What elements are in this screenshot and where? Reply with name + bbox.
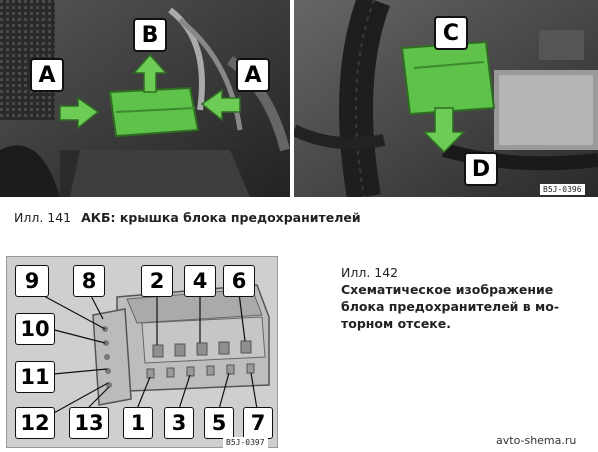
callout-b: B bbox=[133, 18, 167, 52]
figure-141-title: АКБ: крышка блока предохранителей bbox=[81, 210, 361, 225]
fuse-label-11: 11 bbox=[15, 361, 55, 393]
figure-142-title-line-1: Схематическое изображение bbox=[341, 282, 554, 297]
fuse-label-10: 10 bbox=[15, 313, 55, 345]
fuse-label-4: 4 bbox=[184, 265, 216, 297]
fuse-label-1: 1 bbox=[123, 407, 153, 439]
figure-code-141: B5J-0396 bbox=[540, 184, 585, 195]
fuse-label-5: 5 bbox=[204, 407, 234, 439]
fuse-box-schematic: 9 8 2 4 6 10 11 12 13 1 3 5 7 B5J-0397 bbox=[6, 256, 278, 448]
figure-142-number: Илл. 142 bbox=[341, 265, 399, 280]
figure-141-number: Илл. 141 bbox=[14, 210, 72, 225]
fuse-label-8: 8 bbox=[73, 265, 105, 297]
callout-c: C bbox=[434, 16, 468, 50]
figure-142-title-line-2: блока предохранителей в мо- bbox=[341, 299, 560, 314]
figure-141-caption: Илл. 141 АКБ: крышка блока предохранител… bbox=[14, 210, 361, 225]
callout-d: D bbox=[464, 152, 498, 186]
figure-142-caption: Илл. 142 Схематическое изображение блока… bbox=[341, 264, 581, 332]
fuse-label-2: 2 bbox=[141, 265, 173, 297]
callout-a-right: A bbox=[236, 58, 270, 92]
fuse-label-7: 7 bbox=[243, 407, 273, 439]
fuse-label-12: 12 bbox=[15, 407, 55, 439]
figure-142-title-line-3: торном отсеке. bbox=[341, 316, 452, 331]
fuse-box-drawing bbox=[30, 284, 270, 420]
callout-a-left: A bbox=[30, 58, 64, 92]
fuse-label-13: 13 bbox=[69, 407, 109, 439]
fuse-label-9: 9 bbox=[15, 265, 49, 297]
photo-right-drawing bbox=[294, 0, 598, 197]
site-watermark: avto-shema.ru bbox=[496, 434, 577, 447]
photo-fuse-cover-removal: C D B5J-0396 bbox=[294, 0, 598, 197]
fuse-label-3: 3 bbox=[164, 407, 194, 439]
photo-fuse-cover-arrows: A B A bbox=[0, 0, 290, 197]
fuse-label-6: 6 bbox=[223, 265, 255, 297]
figure-code-142: B5J-0397 bbox=[223, 437, 268, 448]
